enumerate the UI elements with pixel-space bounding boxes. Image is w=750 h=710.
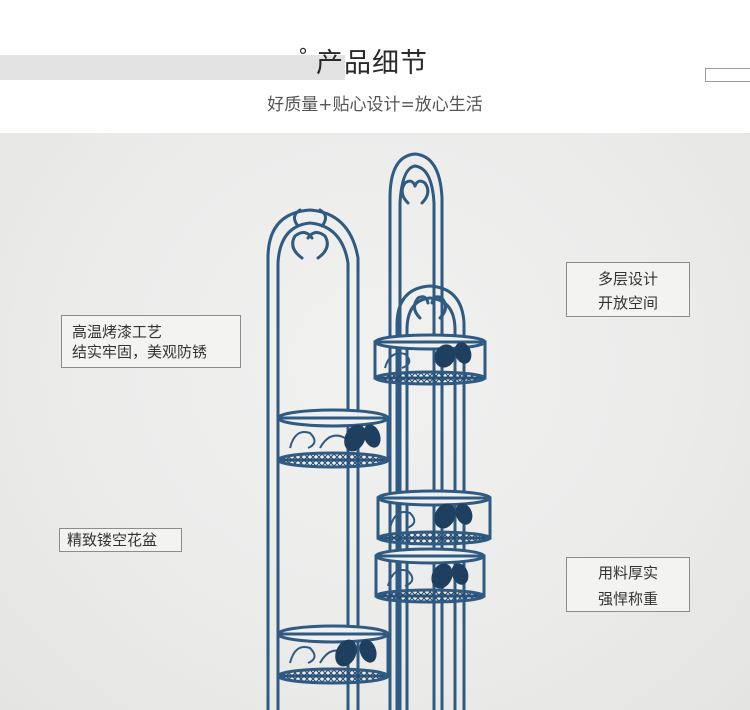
callout-material-line1: 用料厚实 xyxy=(597,564,658,582)
callout-coating-line2: 结实牢固，美观防锈 xyxy=(72,343,208,361)
callout-planter-text: 精致镂空花盆 xyxy=(67,531,158,549)
callout-coating: 高温烤漆工艺 结实牢固，美观防锈 xyxy=(61,315,241,368)
header-decor-box xyxy=(705,68,750,82)
callout-coating-line1: 高温烤漆工艺 xyxy=(72,323,163,341)
circle-bullet-icon: ° xyxy=(298,44,308,68)
callout-multilayer-line2: 开放空间 xyxy=(597,294,658,312)
callout-material-line2: 强悍称重 xyxy=(597,590,658,608)
page-subtitle: 好质量+贴心设计=放心生活 xyxy=(267,95,483,115)
callout-multilayer: 多层设计 开放空间 xyxy=(566,262,690,317)
callout-multilayer-line1: 多层设计 xyxy=(597,270,658,288)
plant-stand-image xyxy=(266,152,492,710)
callout-material: 用料厚实 强悍称重 xyxy=(566,557,690,612)
header-decor-bar xyxy=(0,55,345,80)
section-header: ° 产品细节 好质量+贴心设计=放心生活 xyxy=(0,0,750,133)
callout-planter: 精致镂空花盆 xyxy=(59,528,182,552)
page-title: 产品细节 xyxy=(316,48,428,79)
